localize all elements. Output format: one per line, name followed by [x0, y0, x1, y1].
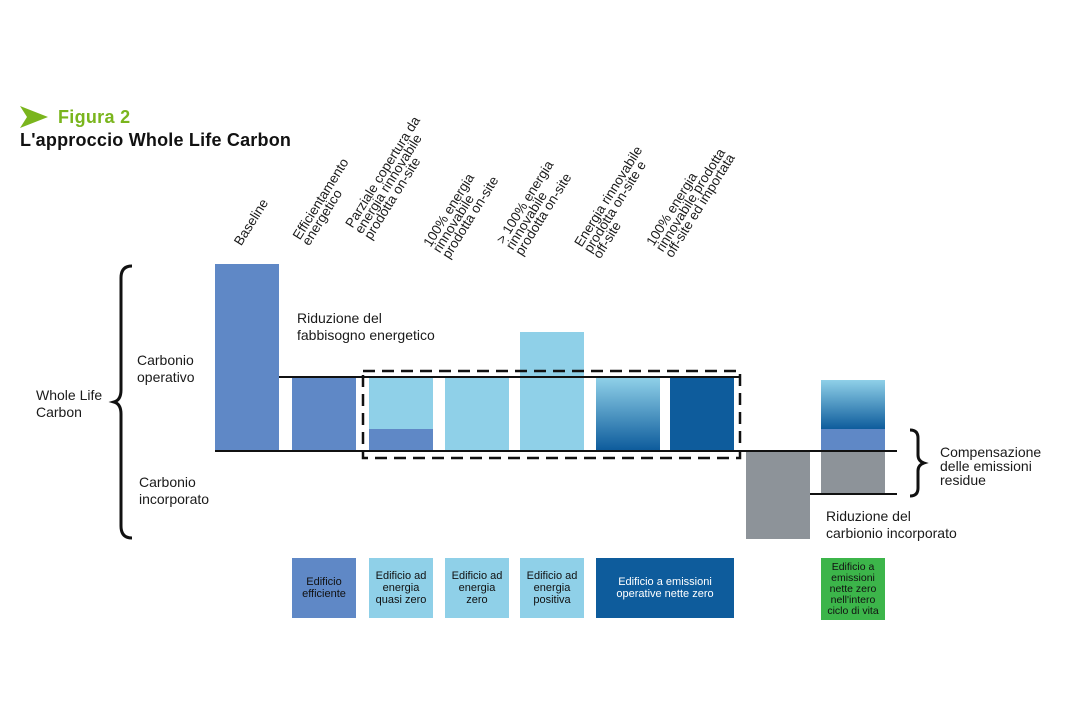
arrow-icon	[20, 106, 48, 128]
whole-life-carbon-label: Whole Life Carbon	[36, 387, 103, 420]
figure-number: Figura 2	[58, 106, 131, 127]
carbonio-operativo-label: Carbonio operativo	[137, 352, 195, 385]
riduzione-incorporato-label: Riduzione del carbionio incorporato	[826, 508, 957, 541]
compensation-brace	[909, 428, 929, 498]
bar-efficientamento	[292, 378, 356, 450]
net-zero-dashed-box	[361, 369, 742, 460]
bar-wlc-top	[821, 380, 885, 429]
bar-embodied-grey	[746, 451, 810, 539]
bar-wlc-mid	[821, 429, 885, 450]
carbonio-incorporato-label: Carbonio incorporato	[139, 474, 210, 507]
bar-wlc-grey	[821, 451, 885, 494]
compensazione-label: Compensazione delle emissioni residue	[940, 444, 1042, 488]
figure-header: Figura 2 L'approccio Whole Life Carbon	[20, 106, 291, 151]
bar-importata	[670, 378, 734, 450]
bar-on-off-site	[596, 378, 660, 450]
bar-parziale-bottom	[369, 429, 433, 450]
whole-life-brace	[108, 264, 133, 540]
riduzione-fabbisogno-label: Riduzione del fabbisogno energetico	[297, 310, 435, 343]
bar-rinnovabile-100	[445, 378, 509, 450]
bar-oltre-100	[520, 332, 584, 450]
figure-title: L'approccio Whole Life Carbon	[20, 130, 292, 150]
bar-parziale-top	[369, 378, 433, 429]
bar-baseline	[215, 264, 279, 450]
